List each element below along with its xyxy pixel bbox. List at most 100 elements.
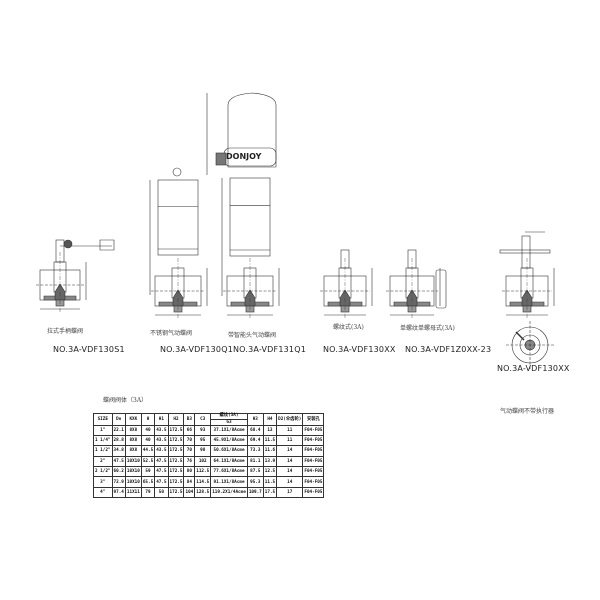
sensor-block [215,152,227,166]
drawing-label-no-actuator: 气动蝶阀不带执行器 [500,408,555,415]
header-cell: H2 [167,413,185,426]
handle-knob [63,239,73,249]
table-cell: 13.9 [262,455,278,468]
table-cell: 40 [140,424,156,436]
brand-logo: DONJOY [226,152,262,161]
table-cell: 87.5 [246,466,264,478]
table-cell: 79 [140,486,156,499]
table-cell: 47.5 [154,455,169,468]
header-cell: H3 [246,413,264,426]
solenoid-fitting [172,167,182,177]
table-cell: 172.5 [167,445,185,457]
drawing-label-single-thread: 单螺纹单螺母式(3A) [400,325,455,332]
thread-nut [435,269,447,309]
drawing-code-single-thread: NO.3A-VDF1Z0XX-23 [405,345,492,354]
stem-top [521,235,531,269]
table-cell: 2" [93,455,113,468]
table-cell: 80 [183,466,196,478]
header-cell: H4 [262,413,278,426]
actuator-body [157,179,199,256]
handle-neck [55,239,65,263]
table-cell: 73.3 [246,445,264,457]
table-cell: 68.4 [246,424,264,436]
table-cell: 50 [154,486,169,499]
table-cell: 11.6 [262,445,278,457]
table-cell: 43.5 [154,434,169,447]
table-cell: 65.5 [140,476,156,488]
header-cell: D2(伞齿轮) [276,413,304,426]
smart-head [227,92,277,168]
drawing-code-threaded: NO.3A-VDF130XX [323,345,396,354]
table-cell: 8X8 [124,434,142,447]
table-cell: 172.5 [167,476,185,488]
table-cell: 14 [276,466,304,478]
table-cell: 1 1/2" [93,445,113,457]
table-cell: 11X11 [124,486,142,499]
table-cell: 47.5 [111,455,126,468]
table-cell: 172.5 [167,424,185,436]
table-cell: 45.9X1/8Acme [210,434,248,447]
table-cell: 69.4 [246,434,264,447]
drawing-code-no-actuator: NO.3A-VDF130XX [497,364,570,373]
table-cell: 22.1 [111,424,126,436]
table-cell: 104 [183,486,196,499]
table-cell: 91.1X1/8Acme [210,476,248,488]
table-cell: 114.5 [194,476,212,488]
table-cell: 8X8 [124,445,142,457]
table-cell: 84 [183,476,196,488]
table-cell: 81.1 [246,455,264,468]
table-cell: 8X8 [124,424,142,436]
table-cell: 14 [276,476,304,488]
table-cell: 14 [276,445,304,457]
table-cell: F04-F05 [302,455,325,468]
table-cell: 60.2 [111,466,126,478]
table-cell: 43.5 [154,445,169,457]
table-cell: 102 [194,455,212,468]
drawing-code-pull-handle: NO.3A-VDF130S1 [53,345,125,354]
table-cell: 12.5 [262,466,278,478]
table-cell: 13 [262,424,278,436]
table-cell: 50.6X1/8Acme [210,445,248,457]
table-cell: 72.9 [111,476,126,488]
table-cell: 1 1/4" [93,434,113,447]
table-cell: 172.5 [167,455,185,468]
spec-table: SIZE Dn KXK H H1 H2 B3 C3 螺纹(3A) H3 H4 D… [93,413,325,499]
table-cell: 70 [183,434,196,447]
drawing-label-smart-head: 带智能头气动蝶阀 [228,332,277,339]
table-cell: 70 [183,445,196,457]
table-cell: 93 [194,424,212,436]
header-cell: SIZE [93,413,113,426]
table-cell: 95 [194,434,212,447]
drawing-code-smart-head: NO.3A-VDF131Q1 [233,345,306,354]
header-cell: Dn [111,413,126,426]
table-cell: 66 [183,424,196,436]
table-cell: 52.5 [140,455,156,468]
table-cell: 17.5 [262,486,278,499]
table-cell: 95.3 [246,476,264,488]
drawing-label-pneumatic: 不锈钢气动蝶阀 [150,330,193,337]
table-cell: F04-F05 [302,424,325,436]
header-cell: 安装孔 [302,413,325,426]
table-cell: 14 [276,455,304,468]
table-header-row: SIZE Dn KXK H H1 H2 B3 C3 螺纹(3A) H3 H4 D… [93,413,325,426]
header-cell: B3 [183,413,196,426]
table-cell: 10X10 [124,466,142,478]
table-cell: 98 [194,445,212,457]
table-cell: 77.6X1/8Acme [210,466,248,478]
table-cell: 17 [276,486,304,499]
table-cell: 1" [93,424,113,436]
table-cell: 11.5 [262,434,278,447]
table-cell: 34.8 [111,445,126,457]
table-cell: 40 [140,434,156,447]
table-cell: 10X10 [124,455,142,468]
actuator-body [229,177,271,257]
header-cell: H1 [154,413,169,426]
table-cell: F04-F05 [302,466,325,478]
table-cell: 59 [140,466,156,478]
table-cell: 43.5 [154,424,169,436]
table-cell: 37.1X1/8Acme [210,424,248,436]
